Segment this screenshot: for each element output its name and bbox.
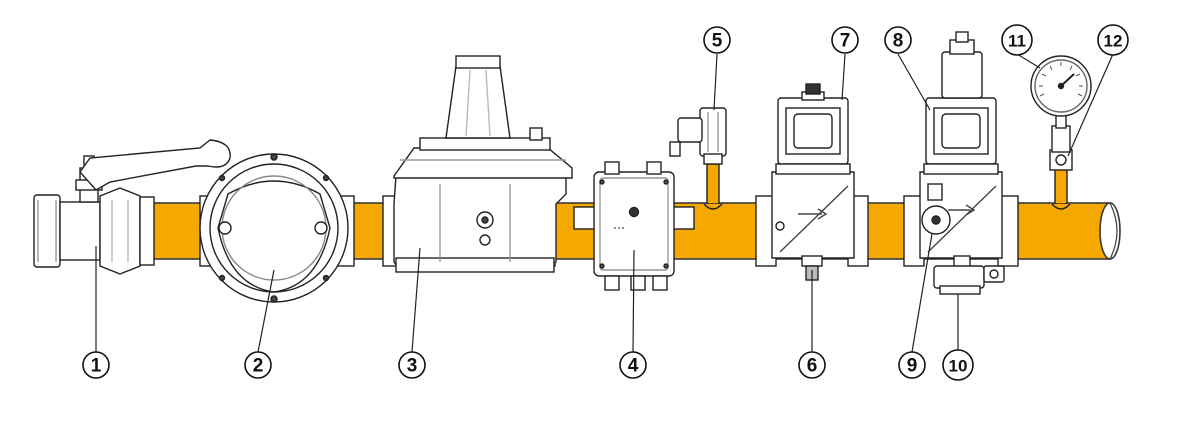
leader-7 (841, 53, 846, 101)
callout-11-label: 11 (1008, 32, 1026, 51)
callout-4: 4 (619, 351, 647, 379)
callouts: 1 2 3 4 5 6 7 8 (82, 24, 1129, 381)
callout-11: 11 (1001, 24, 1033, 56)
ball-valve (33, 139, 231, 275)
callout-7-label: 7 (840, 31, 851, 52)
pressure-switch (669, 107, 727, 210)
leader-12 (1067, 53, 1114, 157)
callout-12-label: 12 (1104, 32, 1123, 51)
callout-6-label: 6 (807, 356, 818, 377)
gas-filter (199, 153, 355, 303)
callout-5-label: 5 (712, 31, 723, 52)
leader-lines (95, 53, 1114, 353)
pressure-regulator (382, 55, 573, 273)
callout-9-label: 9 (907, 356, 918, 377)
callout-8-label: 8 (893, 31, 904, 52)
callout-7: 7 (831, 26, 859, 54)
solenoid-valve-2 (903, 31, 1019, 295)
callout-1: 1 (82, 351, 110, 379)
callout-4-label: 4 (628, 356, 639, 377)
callout-10: 10 (942, 349, 974, 381)
callout-12: 12 (1097, 24, 1129, 56)
callout-1-label: 1 (91, 356, 102, 377)
leader-4 (632, 249, 635, 353)
callout-2-label: 2 (253, 356, 264, 377)
callout-9: 9 (898, 351, 926, 379)
callout-6: 6 (798, 351, 826, 379)
leader-2 (257, 269, 275, 353)
leader-5 (713, 53, 718, 111)
leader-9 (911, 233, 933, 353)
callout-3-label: 3 (407, 356, 418, 377)
control-box (573, 161, 695, 291)
leader-8 (897, 53, 931, 111)
solenoid-valve (755, 83, 869, 281)
pressure-gauge (1030, 55, 1092, 210)
callout-3: 3 (398, 351, 426, 379)
callout-8: 8 (884, 26, 912, 54)
callout-2: 2 (244, 351, 272, 379)
leader-3 (411, 247, 421, 353)
leader-11 (1016, 53, 1041, 69)
callout-10-label: 10 (949, 357, 968, 376)
callout-5: 5 (703, 26, 731, 54)
